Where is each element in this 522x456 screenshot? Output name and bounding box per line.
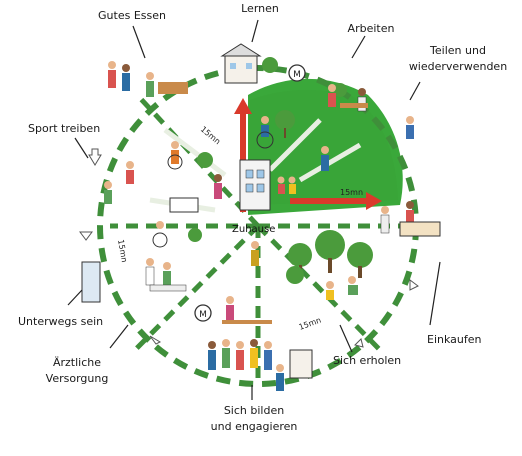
label-sport-treiben: Sport treiben [28, 122, 101, 135]
label-sich-erholen: Sich erholen [333, 354, 402, 367]
label-gutes-essen: Gutes Essen [98, 9, 166, 22]
distance-label-w: 15mn [116, 239, 129, 263]
trees [188, 57, 373, 284]
label-sich-bilden-line1: Sich bilden [223, 404, 285, 417]
metro-sign-bottom: M [194, 304, 212, 322]
school-building [220, 43, 262, 84]
label-einkaufen: Einkaufen [427, 333, 482, 346]
label-teilen-line1: Teilen und [430, 44, 486, 57]
label-lernen: Lernen [241, 2, 279, 15]
metro-icon-bottom: M [199, 310, 207, 320]
label-aerztliche-line1: Ärztliche [52, 356, 102, 369]
label-aerztliche-line2: Versorgung [45, 372, 109, 385]
home-label: Zuhause [232, 224, 275, 235]
metro-icon-top: M [293, 70, 301, 80]
metro-sign-top: M [288, 64, 306, 82]
ring-arrows [79, 148, 419, 348]
people-figures [81, 61, 441, 391]
distance-label-e: 15mn [340, 188, 363, 197]
label-arbeiten: Arbeiten [347, 22, 395, 35]
distance-label-nw: 15mn [199, 125, 222, 147]
distance-label-s: 15mn [298, 316, 323, 332]
label-teilen-line2: wiederverwenden [408, 60, 508, 73]
home-building [239, 159, 271, 211]
label-unterwegs-sein: Unterwegs sein [18, 315, 104, 328]
leader-lines [67, 19, 441, 400]
label-sich-bilden-line2: und engagieren [210, 420, 298, 433]
